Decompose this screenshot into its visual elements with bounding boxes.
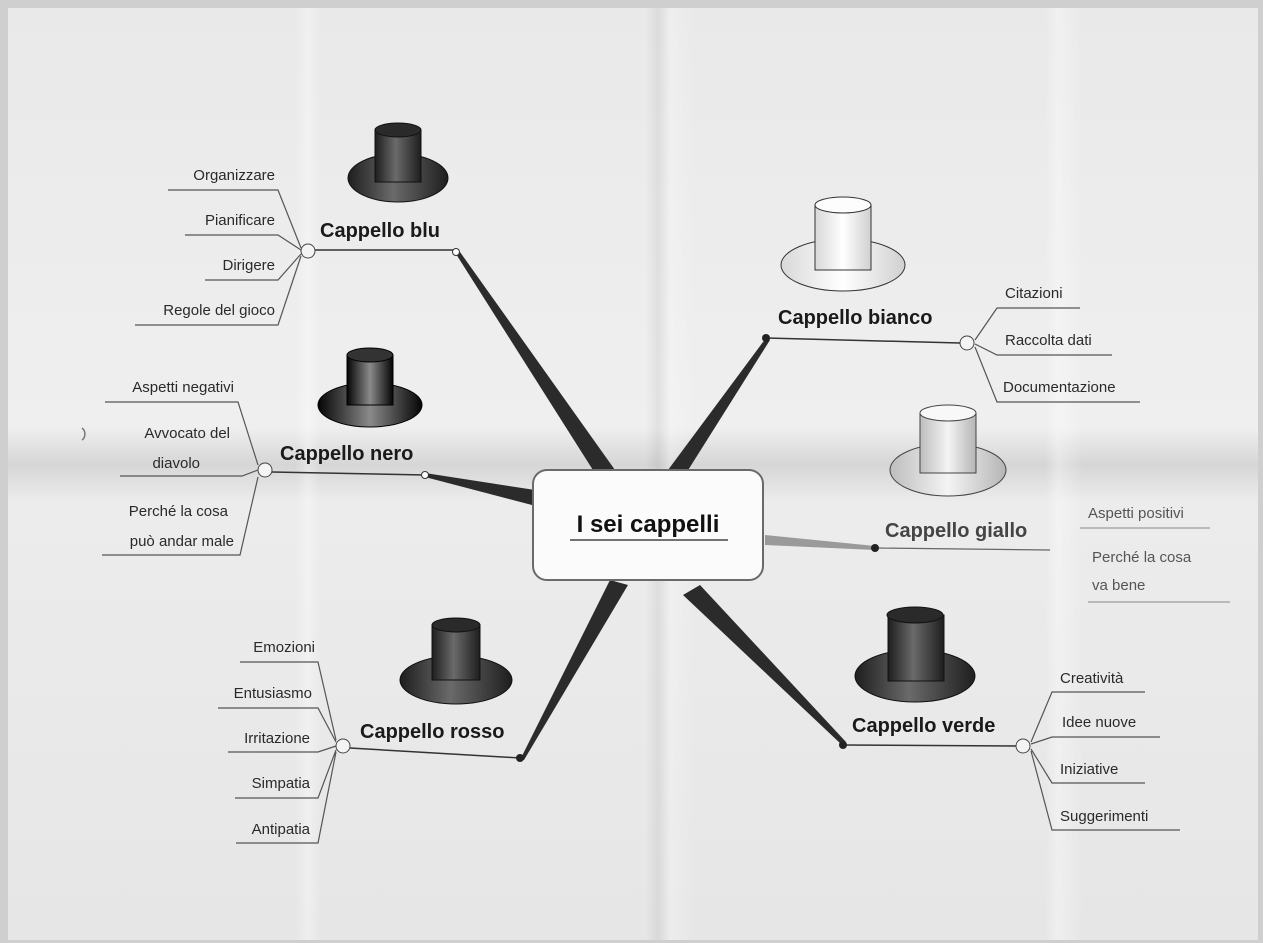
hat-rosso [399, 617, 513, 705]
edge-artifact [81, 427, 86, 441]
branch-verde-items: Creatività Idee nuove Iniziative Suggeri… [1030, 670, 1180, 831]
leaf-blu-2: Pianificare [205, 212, 275, 229]
connector-rosso [520, 580, 628, 760]
leaf-verde-2: Idee nuove [1062, 714, 1136, 731]
hat-title-nero[interactable]: Cappello nero [280, 443, 413, 465]
hat-bianco [780, 196, 906, 292]
hat-blu [347, 122, 449, 203]
leaf-giallo-3: va bene [1092, 577, 1145, 594]
branch-blu-items: Organizzare Pianificare Dirigere Regole … [135, 167, 302, 326]
hat-title-verde[interactable]: Cappello verde [852, 715, 995, 737]
connector-nero [425, 473, 535, 505]
hat-verde [854, 606, 976, 703]
center-title: I sei cappelli [577, 511, 720, 538]
connector-giallo [765, 535, 875, 550]
hat-title-bianco[interactable]: Cappello bianco [778, 307, 932, 329]
leaf-giallo-2: Perché la cosa [1092, 549, 1192, 566]
leaf-blu-1: Organizzare [193, 167, 275, 184]
leaf-rosso-4: Simpatia [252, 775, 311, 792]
connector-bianco [668, 338, 770, 475]
center-connectors [425, 252, 875, 760]
leaf-rosso-2: Entusiasmo [234, 685, 312, 702]
branch-bianco-items: Citazioni Raccolta dati Documentazione [974, 285, 1140, 403]
branch-nero-items: Aspetti negativi Avvocato del diavolo Pe… [102, 379, 259, 556]
center-node[interactable]: I sei cappelli [532, 469, 764, 581]
leaf-nero-1: Aspetti negativi [132, 379, 234, 396]
hat-title-rosso[interactable]: Cappello rosso [360, 721, 504, 743]
leaf-rosso-1: Emozioni [253, 639, 315, 656]
leaf-blu-3: Dirigere [222, 257, 275, 274]
leaf-giallo-1: Aspetti positivi [1088, 505, 1184, 522]
leaf-bianco-3: Documentazione [1003, 379, 1116, 396]
hat-nero [317, 347, 423, 428]
leaf-bianco-2: Raccolta dati [1005, 332, 1092, 349]
leaf-verde-4: Suggerimenti [1060, 808, 1148, 825]
leaf-bianco-1: Citazioni [1005, 285, 1063, 302]
leaf-nero-4: Perché la cosa [129, 503, 229, 520]
leaf-nero-5: può andar male [130, 533, 234, 550]
hat-title-giallo[interactable]: Cappello giallo [885, 520, 1027, 542]
leaf-nero-3: diavolo [152, 455, 200, 472]
leaf-blu-4: Regole del gioco [163, 302, 275, 319]
leaf-verde-1: Creatività [1060, 670, 1124, 687]
hat-title-blu[interactable]: Cappello blu [320, 220, 440, 242]
leaf-rosso-5: Antipatia [252, 821, 311, 838]
branch-giallo-items: Aspetti positivi Perché la cosa va bene [1080, 505, 1230, 603]
connector-blu [456, 252, 615, 478]
leaf-nero-2: Avvocato del [144, 425, 230, 442]
leaf-rosso-3: Irritazione [244, 730, 310, 747]
hat-giallo [889, 404, 1007, 497]
branch-rosso-items: Emozioni Entusiasmo Irritazione Simpatia… [218, 639, 337, 844]
leaf-verde-3: Iniziative [1060, 761, 1118, 778]
connector-verde [683, 585, 846, 745]
